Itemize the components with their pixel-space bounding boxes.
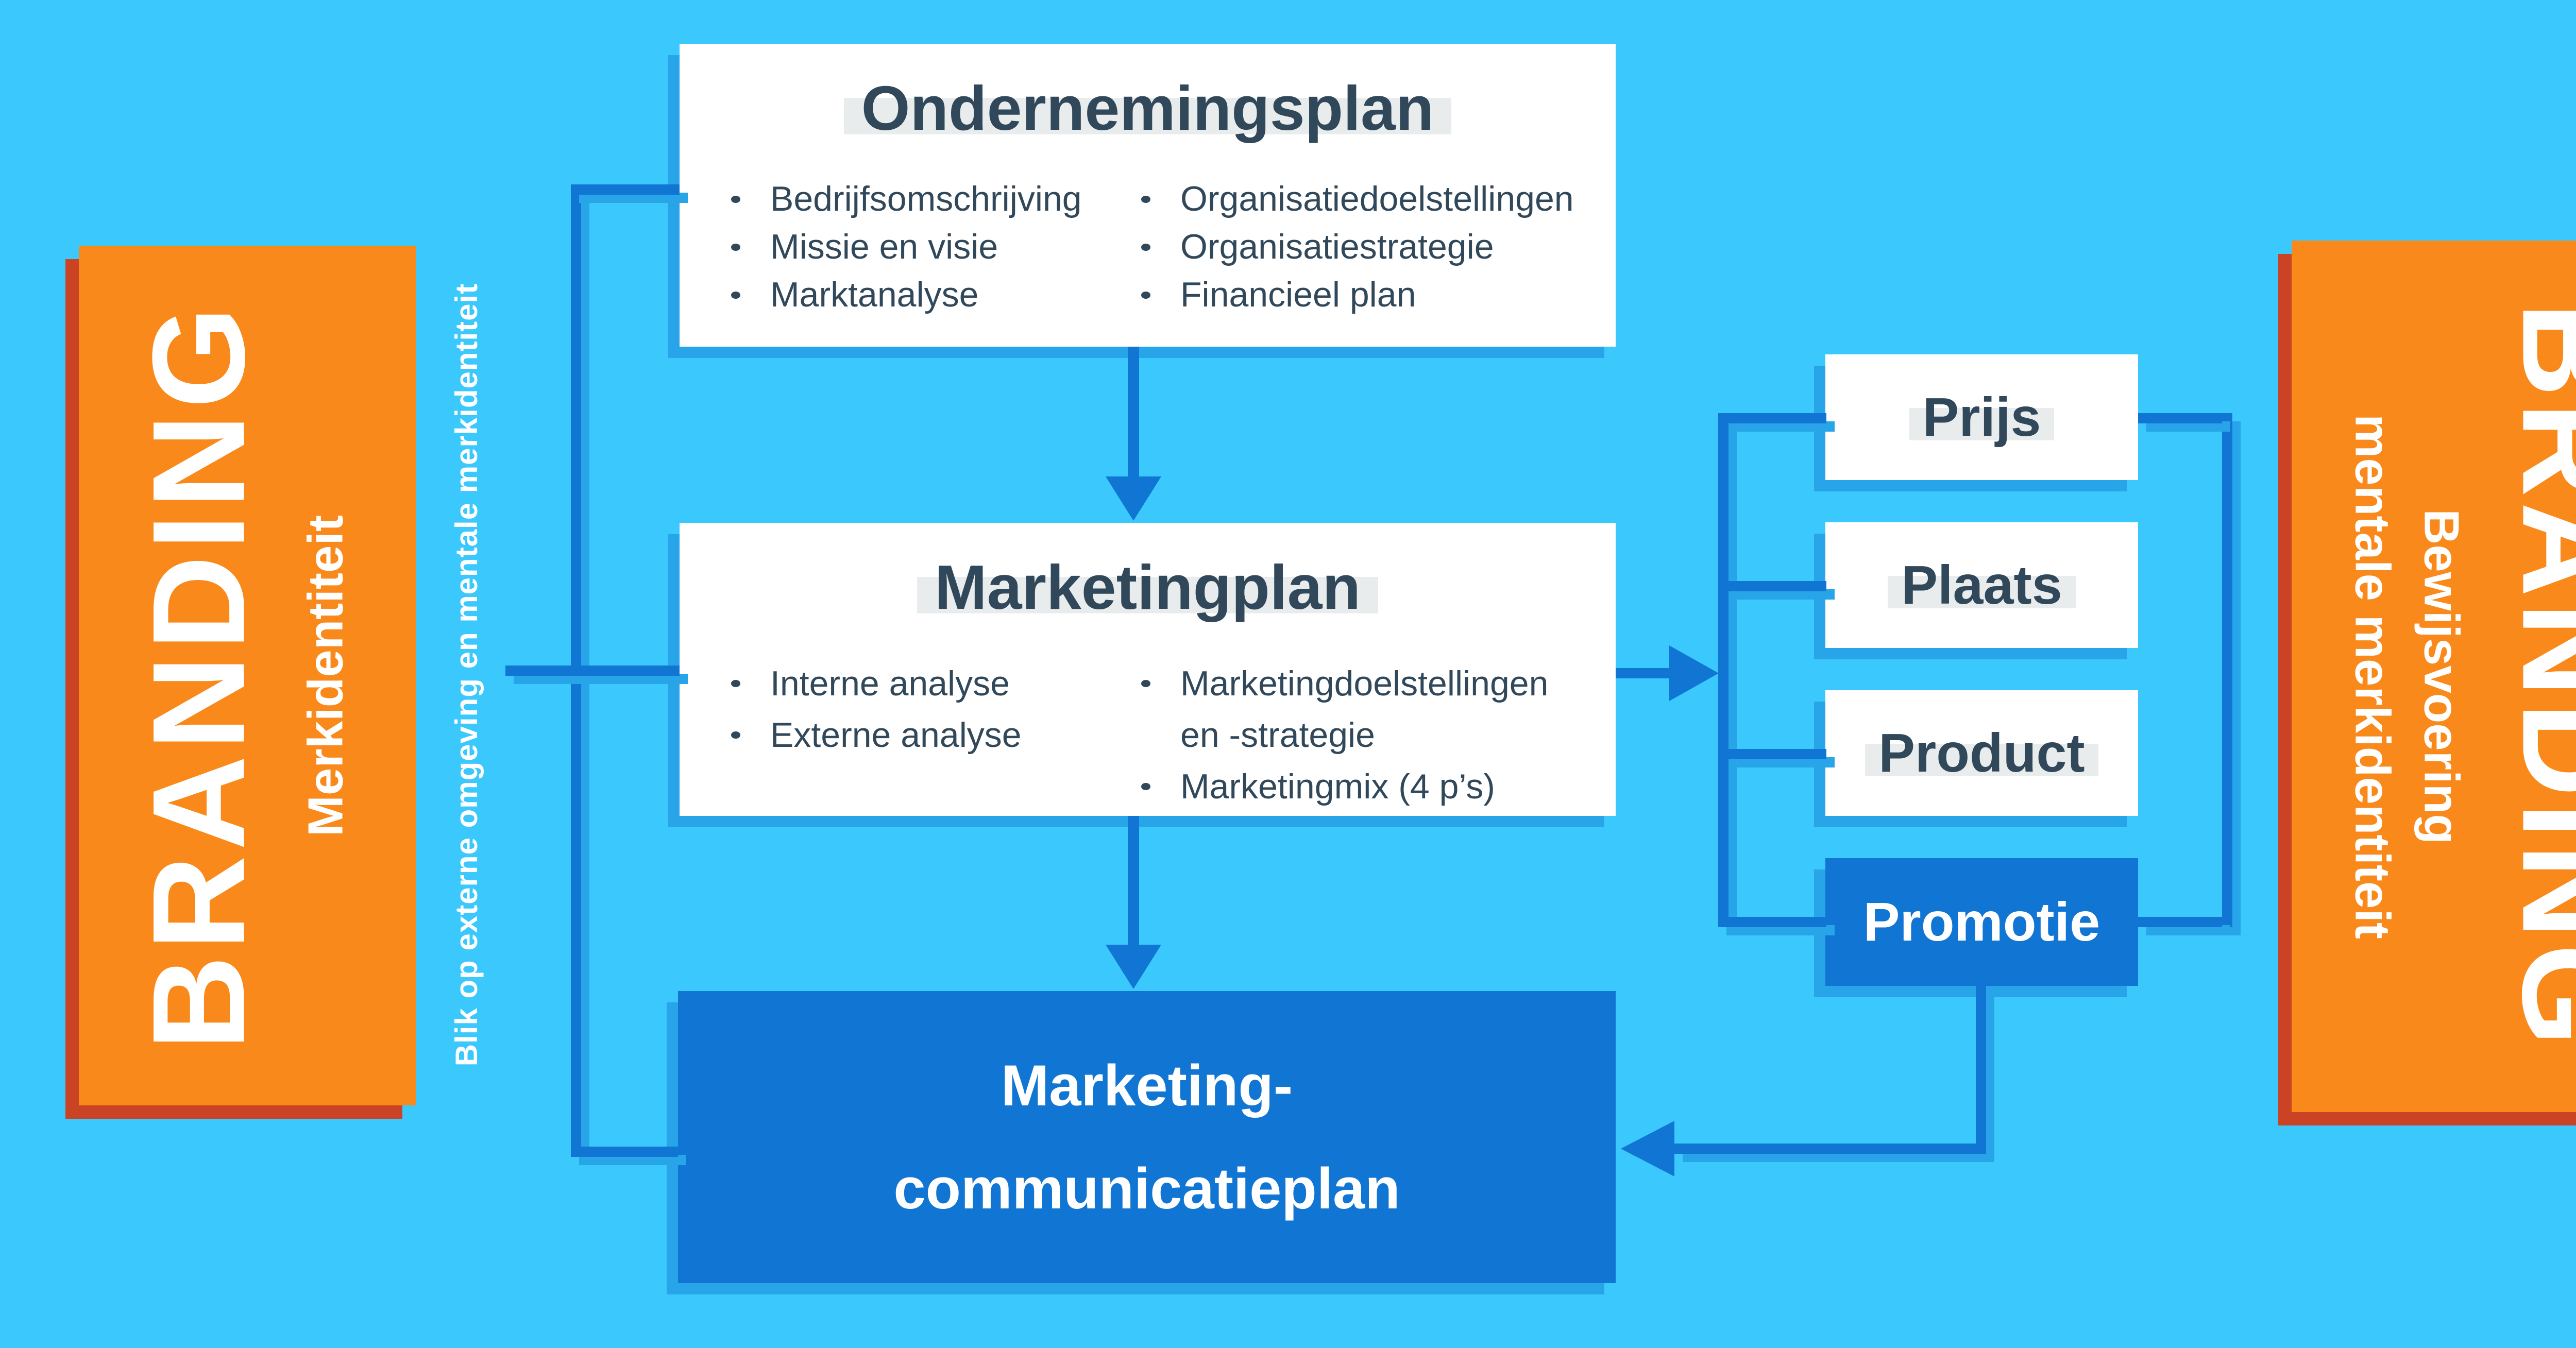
arrow-marketingplan-to-communicatieplan-shaft <box>1128 816 1139 945</box>
marketingplan-bullets-right: Marketingdoelstellingen en -strategie Ma… <box>1141 658 1553 812</box>
marketing-communicatieplan-line1: Marketing- <box>1001 1053 1293 1118</box>
mix-box-product: Product <box>1825 690 2138 816</box>
bullet-dot-icon <box>731 680 740 687</box>
mix-label-prijs: Prijs <box>1909 386 2055 449</box>
ondernemingsplan-title: Ondernemingsplan <box>680 73 1616 143</box>
bullet-dot-icon <box>731 196 740 203</box>
arrowhead-down-icon <box>1106 945 1161 989</box>
branding-right-text: BRANDING Bewijsvoering mentale merkident… <box>2292 241 2576 1113</box>
bullet-dot-icon <box>731 292 740 299</box>
arrow-ondernemingsplan-to-marketingplan-shaft <box>1128 347 1139 476</box>
branding-left-panel <box>79 246 416 1105</box>
list-item: Marketingmix (4 p’s) <box>1141 761 1553 812</box>
mix-label-plaats: Plaats <box>1888 554 2076 617</box>
mix-box-plaats: Plaats <box>1825 522 2138 648</box>
connector-stub-promotie <box>1728 917 1826 927</box>
list-item: Bedrijfsomschrijving <box>731 175 1133 223</box>
branding-left-text: BRANDING Merkidentiteit <box>79 246 416 1106</box>
connector-promotie-horizontal <box>1674 1144 1986 1154</box>
mix-label-promotie: Promotie <box>1863 891 2100 952</box>
list-item: Externe analyse <box>731 709 1133 761</box>
arrow-marketingplan-to-mix-shaft <box>1616 668 1673 678</box>
branding-right-subtitle-line2: mentale merkidentiteit <box>2345 414 2400 939</box>
connector-left-rail-bottom-stub <box>571 1147 678 1157</box>
arrowhead-right-icon <box>1669 645 1719 701</box>
connector-mix-right-top-stub <box>2138 413 2222 423</box>
ondernemingsplan-title-text: Ondernemingsplan <box>843 73 1452 143</box>
list-item: Organisatiestrategie <box>1141 223 1584 271</box>
bullet-dot-icon <box>1141 196 1150 203</box>
marketingplan-title-text: Marketingplan <box>917 552 1378 622</box>
list-item: Interne analyse <box>731 658 1133 709</box>
arrowhead-left-icon <box>1621 1121 1674 1176</box>
connector-stub-plaats <box>1728 581 1826 591</box>
arrowhead-down-icon <box>1106 476 1161 521</box>
mix-box-prijs: Prijs <box>1825 354 2138 480</box>
branding-right-panel <box>2292 241 2576 1112</box>
connector-mix-left-rail <box>1718 413 1728 927</box>
ondernemingsplan-bullets-left: Bedrijfsomschrijving Missie en visie Mar… <box>731 175 1133 319</box>
marketingplan-title: Marketingplan <box>680 552 1616 622</box>
bullet-dot-icon <box>731 731 740 739</box>
branding-right-subtitle: Bewijsvoering mentale merkidentiteit <box>2337 414 2476 939</box>
list-item: Marktanalyse <box>731 271 1133 319</box>
bullet-dot-icon <box>1141 244 1150 251</box>
connector-stub-prijs <box>1728 413 1826 423</box>
connector-left-mid-line <box>505 666 680 676</box>
branding-left-subtitle: Merkidentiteit <box>298 515 353 837</box>
connector-stub-product <box>1728 749 1826 759</box>
connector-promotie-down <box>1976 986 1986 1154</box>
connector-mix-right-bottom-stub <box>2138 917 2222 927</box>
connector-mix-right-rail <box>2222 413 2232 927</box>
marketingplan-bullets-left: Interne analyse Externe analyse <box>731 658 1133 761</box>
marketingplan-box: Marketingplan Interne analyse Externe an… <box>680 523 1616 816</box>
bullet-dot-icon <box>1141 680 1150 687</box>
mix-label-product: Product <box>1865 722 2098 784</box>
side-label-external-view: Blik op externe omgeving en mentale merk… <box>449 283 484 1067</box>
bullet-dot-icon <box>1141 783 1150 790</box>
connector-left-rail-top-stub <box>571 184 680 195</box>
list-item: Missie en visie <box>731 223 1133 271</box>
branding-right-title: BRANDING <box>2495 302 2576 1051</box>
list-item: Marketingdoelstellingen en -strategie <box>1141 658 1553 761</box>
ondernemingsplan-box: Ondernemingsplan Bedrijfsomschrijving Mi… <box>680 44 1616 347</box>
branding-left-title: BRANDING <box>125 301 273 1051</box>
bullet-dot-icon <box>1141 292 1150 299</box>
marketing-communicatieplan-line2: communicatieplan <box>893 1156 1400 1221</box>
list-item: Financieel plan <box>1141 271 1584 319</box>
marketing-communicatieplan-box: Marketing- communicatieplan <box>678 991 1616 1283</box>
ondernemingsplan-bullets-right: Organisatiedoelstellingen Organisatiestr… <box>1141 175 1584 319</box>
branding-right-subtitle-line1: Bewijsvoering <box>2414 509 2469 844</box>
mix-box-promotie: Promotie <box>1825 858 2138 986</box>
bullet-dot-icon <box>731 244 740 251</box>
list-item: Organisatiedoelstellingen <box>1141 175 1584 223</box>
